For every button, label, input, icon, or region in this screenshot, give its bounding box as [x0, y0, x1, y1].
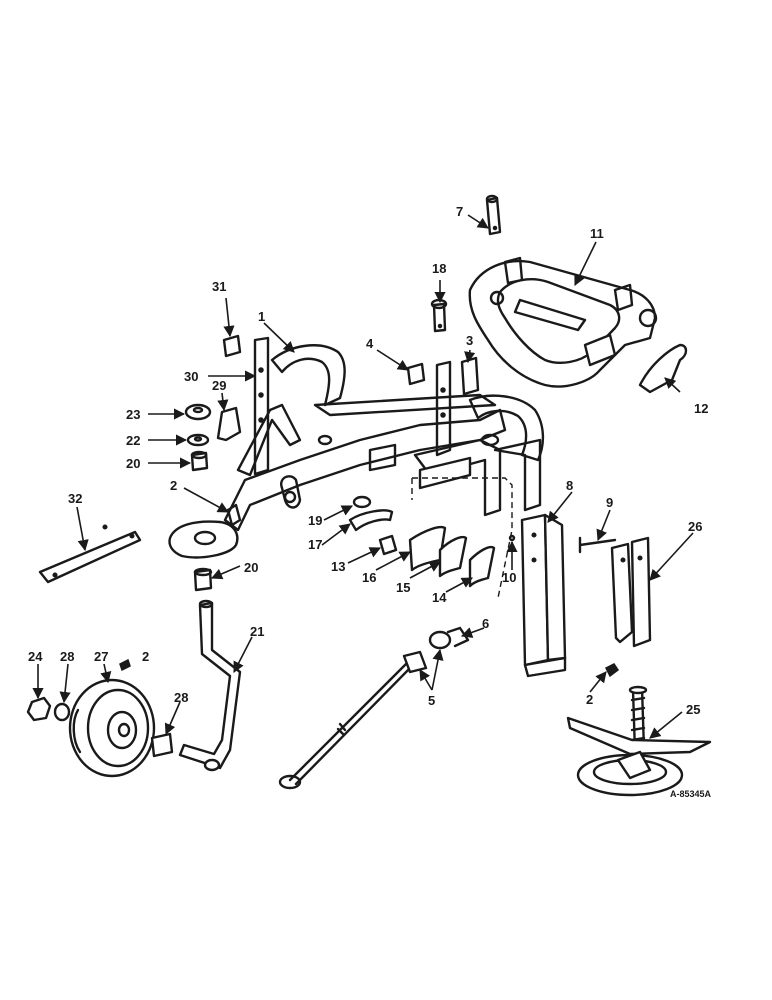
bushing-28-right: [150, 732, 174, 758]
callout-7: 7: [456, 204, 463, 219]
bolt-9: [578, 536, 617, 554]
callout-15: 15: [396, 580, 410, 595]
callout-11: 11: [590, 226, 604, 241]
leader-lines: [32, 214, 694, 739]
callout-18: 18: [432, 261, 446, 276]
callout-9: 9: [606, 495, 613, 510]
callout-2: 2: [170, 478, 177, 493]
callout-8: 8: [566, 478, 573, 493]
callout-21: 21: [250, 624, 264, 639]
callout-24: 24: [28, 649, 43, 664]
nut-19: [352, 495, 372, 509]
bushing-20-lower: [193, 567, 213, 592]
callout-2-wheel: 2: [142, 649, 149, 664]
washer-22: [186, 433, 210, 447]
callout-20: 20: [126, 456, 140, 471]
callout-31: 31: [212, 279, 226, 294]
callout-20-lower: 20: [244, 560, 258, 575]
callout-23: 23: [126, 407, 140, 422]
callout-25: 25: [686, 702, 700, 717]
pin-18: [430, 298, 448, 333]
wheel-27: [68, 678, 156, 778]
callout-13: 13: [331, 559, 345, 574]
callout-16: 16: [362, 570, 376, 585]
pin-7: [485, 194, 502, 236]
bracket-3: [460, 356, 480, 396]
bolt-2-standard: [604, 663, 620, 678]
callout-1: 1: [258, 309, 265, 324]
standard-8: [520, 513, 567, 678]
bracket-29: [216, 406, 242, 442]
shank-14: [468, 546, 496, 588]
shank-15: [438, 536, 468, 578]
callout-4: 4: [366, 336, 374, 351]
clip-31: [222, 334, 242, 358]
callout-28: 28: [60, 649, 74, 664]
main-frame: [168, 336, 545, 559]
callout-labels: 1 2 3 4 5 6 7 8 9 10 11 12 13 14 15 16 1…: [28, 204, 708, 717]
callout-14: 14: [432, 590, 447, 605]
crank-axle-21: [178, 599, 242, 772]
bolt-2-wheel: [119, 658, 131, 672]
shoe-12: [638, 343, 688, 394]
plate-32: [38, 524, 142, 584]
bolt-10: [508, 534, 516, 542]
bushing-20-upper: [190, 450, 209, 472]
callout-6: 6: [482, 616, 489, 631]
lift-rod: [278, 626, 470, 790]
bracket-4: [406, 362, 426, 386]
callout-10: 10: [502, 570, 516, 585]
callout-19: 19: [308, 513, 322, 528]
callout-22: 22: [126, 433, 140, 448]
standard-26: [610, 536, 652, 648]
nut-24: [26, 696, 52, 722]
callout-5: 5: [428, 693, 435, 708]
callout-27: 27: [94, 649, 108, 664]
reference-code: A-85345A: [670, 789, 712, 799]
callout-28-right: 28: [174, 690, 188, 705]
callout-32: 32: [68, 491, 82, 506]
clamp-17: [348, 509, 394, 532]
washer-28-left: [53, 702, 71, 722]
hitch-beam: [468, 256, 658, 388]
dashed-group-outline: [411, 477, 513, 599]
callout-30: 30: [184, 369, 198, 384]
clamp-13: [378, 534, 398, 556]
spacer-23: [184, 403, 212, 421]
callout-2-standard: 2: [586, 692, 593, 707]
callout-26: 26: [688, 519, 702, 534]
callout-3: 3: [466, 333, 473, 348]
callout-12: 12: [694, 401, 708, 416]
gauge-screw-25: [566, 685, 712, 797]
callout-29: 29: [212, 378, 226, 393]
callout-17: 17: [308, 537, 322, 552]
